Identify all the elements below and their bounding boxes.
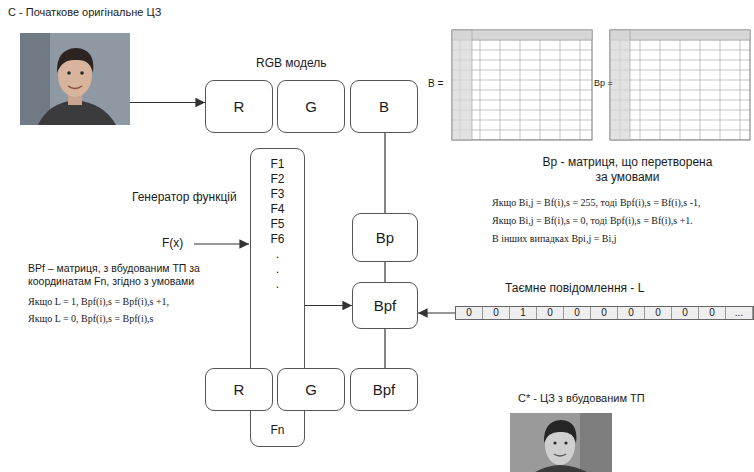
message-label: Таємне повідомлення - L [505,281,705,296]
message-bit: ... [726,307,753,319]
photo-shadow [580,413,612,472]
matrix-grid [452,30,592,140]
box-label: Bpf [373,381,396,398]
photo-eye [564,441,567,444]
message-bit: 0 [699,307,726,319]
photo-hair [544,420,576,443]
condition-text: В інших випадках Bpi,j = Bi,j [492,233,752,246]
matrix-header [610,30,630,140]
photo-shadow [20,33,50,125]
connector-line [384,262,385,282]
matrix-box: Bpf [352,282,418,329]
photo-eye [553,441,556,444]
message-bit: 0 [537,307,564,319]
original-photo [20,33,130,125]
channel-box: G [277,80,345,133]
function-name: . [276,262,279,277]
photo-hair [57,48,93,73]
function-name: . [276,277,279,292]
connector-arrow [305,305,352,306]
photo-eye [67,71,71,75]
message-bit: 0 [591,307,618,319]
matrix-b [452,30,592,140]
image-caption: C* - ЦЗ з вбудованим ТП [518,392,645,404]
message-bit-strip: 0010000000... [455,306,754,320]
message-bit: 0 [564,307,591,319]
condition-text: Якщо Bi,j = Bf(i),s = 255, тоді Bpf(i),s… [492,197,752,210]
photo-eye [80,71,84,75]
group-label: RGB модель [256,56,366,71]
photo-smile [554,454,566,456]
message-bit: 0 [645,307,672,319]
condition-text: Якщо Bi,j = Bf(i),s = 0, тоді Bpf(i),s =… [492,215,752,228]
message-bit: 0 [483,307,510,319]
photo-shirt [524,465,600,472]
message-bit: 1 [510,307,537,319]
box-label: Bp [376,229,394,246]
matrix-bp [610,30,750,140]
box-label: G [305,381,317,398]
condition-text: Якщо L = 1, Bpf(i),s = Bpf(i),s +1, [28,296,246,309]
connector-line [384,133,385,213]
input-arrow [194,243,249,244]
photo-background [20,33,130,125]
function-label: F(x) [162,236,194,251]
function-name: F1 [270,157,284,172]
image-caption: C - Початкове оригінальне ЦЗ [8,6,161,18]
stego-image: C* - ЦЗ з вбудованим ТП [510,413,612,472]
message-bit: 0 [672,307,699,319]
channel-box: G [277,368,345,411]
matrix-label: B = [428,78,452,91]
message-bit: 0 [456,307,483,319]
function-name: F4 [270,202,284,217]
matrix-header [610,30,750,40]
condition-text: Якщо L = 0, Bpf(i),s = Bpf(i),s [28,313,246,326]
function-name: F2 [270,172,284,187]
connector-arrow [130,102,205,103]
channel-box: B [350,80,418,133]
function-name: . [276,247,279,262]
function-name: F6 [270,232,284,247]
matrix-label: Bp = [594,78,614,89]
function-name: Fn [270,423,284,438]
matrix-header [452,30,472,140]
function-name: F5 [270,217,284,232]
connector-arrow [418,312,455,313]
matrix-description: Bp - матриця, що перетворена за умовами [535,155,720,185]
original-image: C - Початкове оригінальне ЦЗ [20,33,130,125]
message-bit: 0 [618,307,645,319]
box-label: G [305,98,317,115]
box-label: Bpf [374,297,397,314]
function-name: F3 [270,187,284,202]
channel-box: R [205,368,273,411]
generator-label: Генератор функцій [132,190,247,205]
matrix-grid [610,30,750,140]
connector-line [384,329,385,368]
photo-background [510,413,612,472]
matrix-header [452,30,592,40]
channel-box: R [205,80,273,133]
box-label: R [234,381,245,398]
channel-box: Bpf [350,368,418,411]
photo-smile [68,86,82,89]
result-photo [510,413,612,472]
box-label: R [234,98,245,115]
matrix-description: BPf – матриця, з вбудованим ТП за коорди… [28,262,246,288]
matrix-box: Bp [352,213,418,262]
box-label: B [379,98,389,115]
